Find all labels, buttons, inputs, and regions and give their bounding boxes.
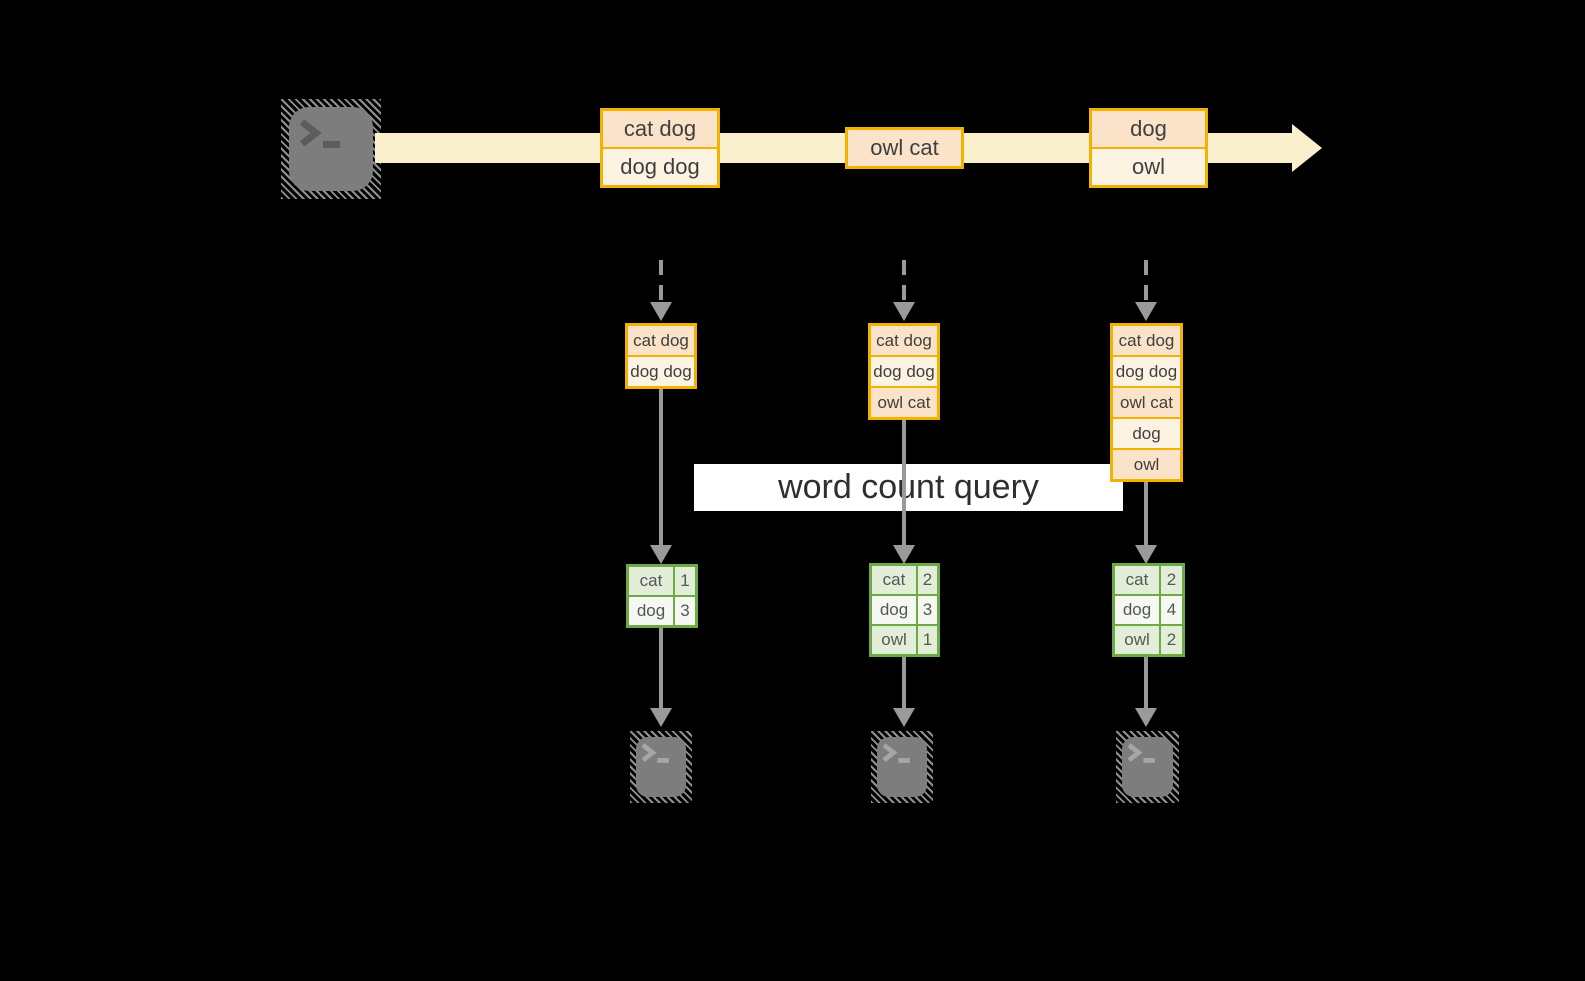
query-label-band: word count query [694, 464, 1123, 511]
stream-record-box-2: owl cat [845, 127, 964, 169]
stream-record-box-1: cat dog dog dog [600, 108, 720, 188]
sink-terminal-icon-2 [871, 731, 933, 803]
buffer-cell: owl [1113, 450, 1180, 479]
count-value-cell: 2 [918, 566, 937, 594]
count-word-cell: cat [872, 566, 916, 594]
sink-terminal-icon-3 [1116, 731, 1179, 803]
query-label: word count query [778, 468, 1039, 506]
record-cell: owl [1092, 149, 1205, 185]
arrow-line [902, 420, 906, 545]
buffer-cell: dog dog [628, 357, 694, 386]
buffer-cell: cat dog [871, 326, 937, 355]
terminal-prompt-icon [299, 119, 340, 148]
dashed-arrow-head [1135, 302, 1157, 321]
buffer-cell: dog [1113, 419, 1180, 448]
buffer-cell: owl cat [1113, 388, 1180, 417]
count-word-cell: cat [629, 567, 673, 595]
arrow-head [893, 545, 915, 564]
count-word-cell: dog [1115, 596, 1159, 624]
record-buffer-3: cat dog dog dog owl cat dog owl [1110, 323, 1183, 482]
sink-terminal-icon-1 [630, 731, 692, 803]
count-value-cell: 3 [675, 597, 695, 625]
stream-arrow-head [1292, 124, 1322, 172]
arrow-line [902, 657, 906, 708]
buffer-cell: owl cat [871, 388, 937, 417]
count-value-cell: 2 [1161, 566, 1182, 594]
record-buffer-1: cat dog dog dog [625, 323, 697, 389]
count-table-3: cat 2 dog 4 owl 2 [1112, 563, 1185, 657]
arrow-line [659, 628, 663, 708]
arrow-head [650, 545, 672, 564]
arrow-head [1135, 708, 1157, 727]
dashed-arrow-line [659, 260, 663, 302]
arrow-line [1144, 657, 1148, 708]
dashed-arrow-head [650, 302, 672, 321]
count-value-cell: 1 [918, 626, 937, 654]
count-word-cell: owl [1115, 626, 1159, 654]
count-word-cell: dog [629, 597, 673, 625]
count-word-cell: cat [1115, 566, 1159, 594]
count-value-cell: 3 [918, 596, 937, 624]
terminal-prompt-icon [1127, 743, 1155, 763]
count-value-cell: 4 [1161, 596, 1182, 624]
buffer-cell: dog dog [1113, 357, 1180, 386]
count-word-cell: dog [872, 596, 916, 624]
count-table-2: cat 2 dog 3 owl 1 [869, 563, 940, 657]
dashed-arrow-head [893, 302, 915, 321]
count-value-cell: 1 [675, 567, 695, 595]
record-buffer-2: cat dog dog dog owl cat [868, 323, 940, 420]
terminal-prompt-icon [641, 743, 669, 763]
dashed-arrow-line [1144, 260, 1148, 302]
arrow-line [659, 389, 663, 545]
stream-record-box-3: dog owl [1089, 108, 1208, 188]
buffer-cell: cat dog [1113, 326, 1180, 355]
buffer-cell: cat dog [628, 326, 694, 355]
record-cell: dog [1092, 111, 1205, 147]
dashed-arrow-line [902, 260, 906, 302]
arrow-head [650, 708, 672, 727]
source-terminal-icon [281, 99, 381, 199]
arrow-head [893, 708, 915, 727]
record-cell: cat dog [603, 111, 717, 147]
arrow-head [1135, 545, 1157, 564]
record-cell: owl cat [848, 130, 961, 166]
count-value-cell: 2 [1161, 626, 1182, 654]
count-table-1: cat 1 dog 3 [626, 564, 698, 628]
record-cell: dog dog [603, 149, 717, 185]
buffer-cell: dog dog [871, 357, 937, 386]
arrow-line [1144, 482, 1148, 545]
terminal-prompt-icon [882, 743, 910, 763]
count-word-cell: owl [872, 626, 916, 654]
